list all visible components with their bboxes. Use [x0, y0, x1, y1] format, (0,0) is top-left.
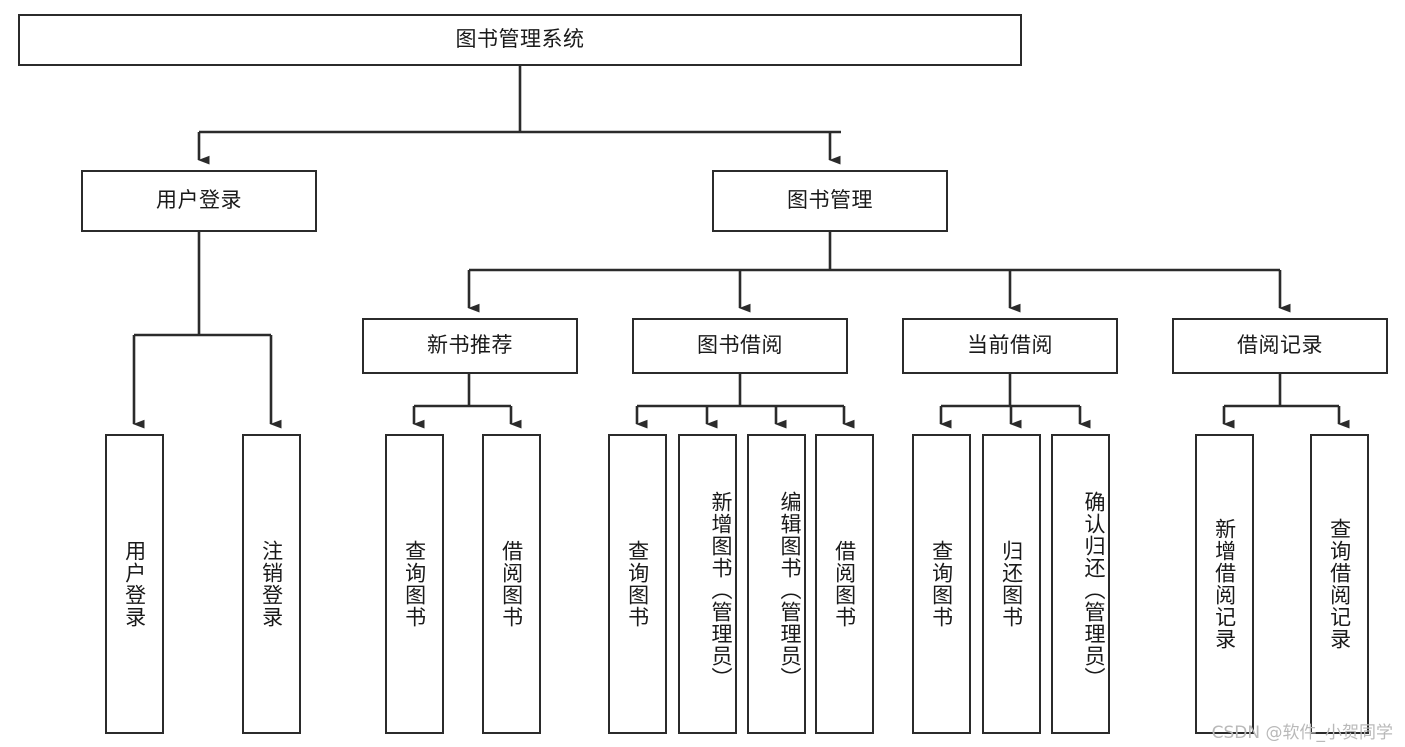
leaf-borrow-record-add-record[interactable]: 新增借阅记录: [1195, 434, 1254, 734]
leaf-borrow-record-query-record[interactable]: 查询借阅记录: [1310, 434, 1369, 734]
leaf-book-borrow-add-book-admin[interactable]: 新增图书（管理员）: [678, 434, 737, 734]
leaf-book-borrow-query-book[interactable]: 查询图书: [608, 434, 667, 734]
leaf-current-borrow-confirm-return-admin[interactable]: 确认归还（管理员）: [1051, 434, 1110, 734]
node-borrowing-record[interactable]: 借阅记录: [1172, 318, 1388, 374]
leaf-current-borrow-return-book[interactable]: 归还图书: [982, 434, 1041, 734]
node-current-borrowing[interactable]: 当前借阅: [902, 318, 1118, 374]
node-root-library-management-system[interactable]: 图书管理系统: [18, 14, 1022, 66]
csdn-watermark: CSDN @软件_小贺同学: [1211, 723, 1393, 743]
leaf-user-login-login[interactable]: 用户登录: [105, 434, 164, 734]
leaf-new-book-borrow-book[interactable]: 借阅图书: [482, 434, 541, 734]
node-book-borrowing[interactable]: 图书借阅: [632, 318, 848, 374]
leaf-user-login-logout[interactable]: 注销登录: [242, 434, 301, 734]
node-new-book-recommendation[interactable]: 新书推荐: [362, 318, 578, 374]
node-book-management[interactable]: 图书管理: [712, 170, 948, 232]
leaf-current-borrow-query-book[interactable]: 查询图书: [912, 434, 971, 734]
leaf-new-book-query-book[interactable]: 查询图书: [385, 434, 444, 734]
node-user-login[interactable]: 用户登录: [81, 170, 317, 232]
leaf-book-borrow-edit-book-admin[interactable]: 编辑图书（管理员）: [747, 434, 806, 734]
leaf-book-borrow-borrow-book[interactable]: 借阅图书: [815, 434, 874, 734]
